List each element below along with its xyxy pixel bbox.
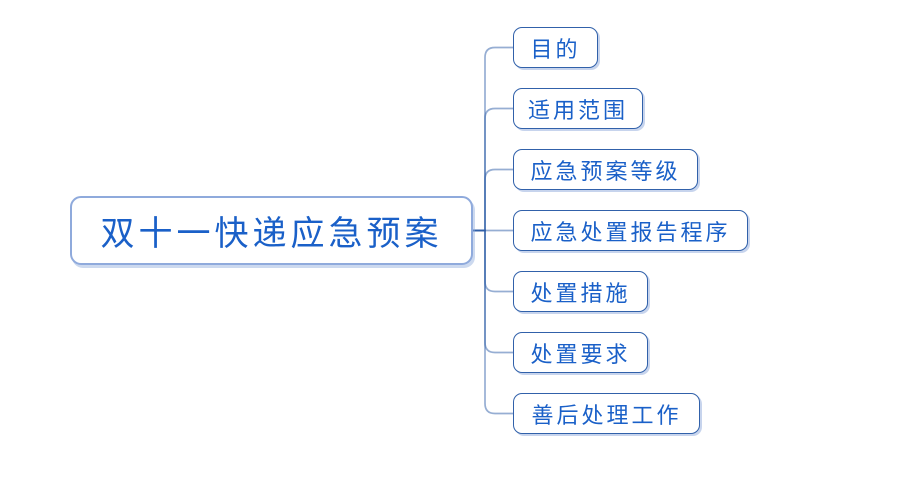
connector-root-to-topic-1 (473, 107, 513, 232)
topic-node-6[interactable]: 善后处理工作 (513, 393, 700, 434)
topic-node-0[interactable]: 目的 (513, 27, 598, 68)
topic-label: 应急处置报告程序 (530, 220, 731, 246)
topic-label: 应急预案等级 (530, 159, 681, 185)
connector-root-to-topic-5 (473, 229, 513, 354)
topic-label: 处置措施 (530, 281, 631, 307)
topic-label: 处置要求 (530, 342, 631, 368)
topic-node-3[interactable]: 应急处置报告程序 (513, 210, 748, 251)
topic-node-2[interactable]: 应急预案等级 (513, 149, 698, 190)
topic-label: 善后处理工作 (531, 403, 682, 429)
topic-label: 适用范围 (527, 98, 628, 124)
root-topic-label: 双十一快递应急预案 (100, 214, 443, 254)
topic-node-4[interactable]: 处置措施 (513, 271, 648, 312)
topic-label: 目的 (530, 37, 581, 63)
connector-root-to-topic-6 (473, 229, 513, 415)
root-topic-node[interactable]: 双十一快递应急预案 (70, 196, 473, 265)
connector-root-to-topic-2 (473, 168, 513, 232)
connector-root-to-topic-4 (473, 229, 513, 293)
topic-node-1[interactable]: 适用范围 (513, 88, 643, 129)
topic-node-5[interactable]: 处置要求 (513, 332, 648, 373)
connector-root-to-topic-0 (473, 46, 513, 232)
